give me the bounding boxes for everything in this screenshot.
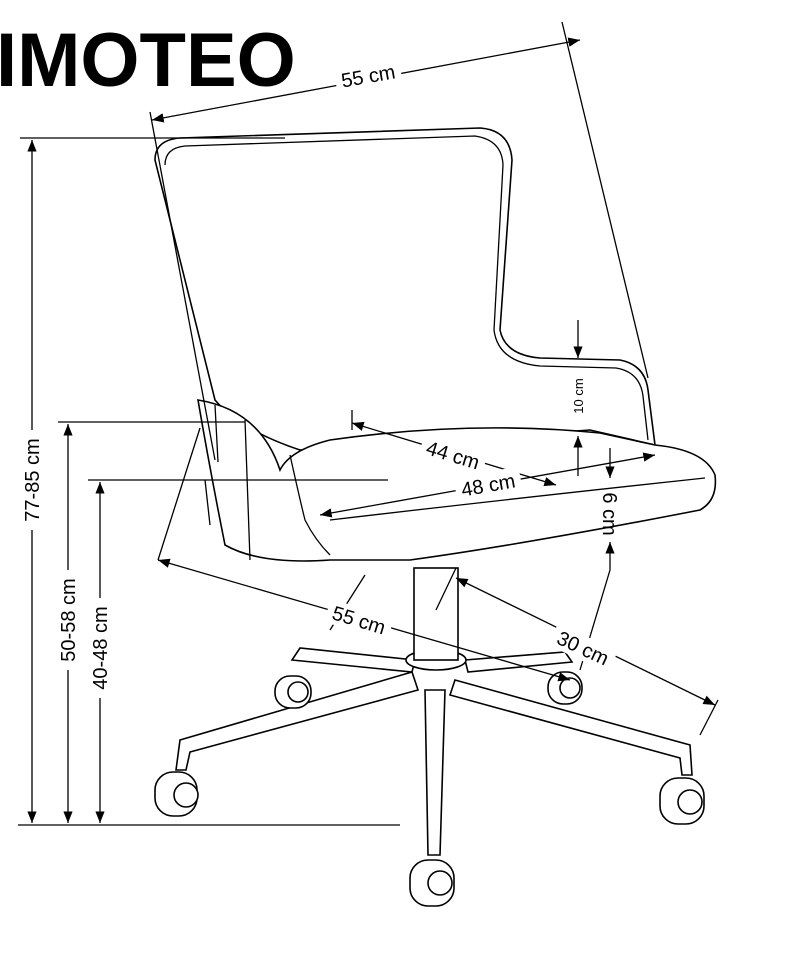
gas-column xyxy=(413,567,459,661)
base-leg-label: 30 cm xyxy=(553,627,612,670)
product-title: IMOTEO xyxy=(0,18,296,103)
seat-thickness-label: 6 cm xyxy=(598,492,620,535)
armrest-height-label: 10 cm xyxy=(571,378,586,413)
backrest xyxy=(154,127,656,451)
total-height-label: 77-85 cm xyxy=(22,438,44,521)
chair-drawing xyxy=(154,127,717,907)
chair-base xyxy=(175,647,693,856)
seat-height-label: 40-48 cm xyxy=(90,606,112,689)
dimension-labels: 55 cm 77-85 cm 50-58 cm 40-48 cm 10 cm 4… xyxy=(20,56,620,698)
armrest-floor-height-label: 50-58 cm xyxy=(58,578,80,661)
